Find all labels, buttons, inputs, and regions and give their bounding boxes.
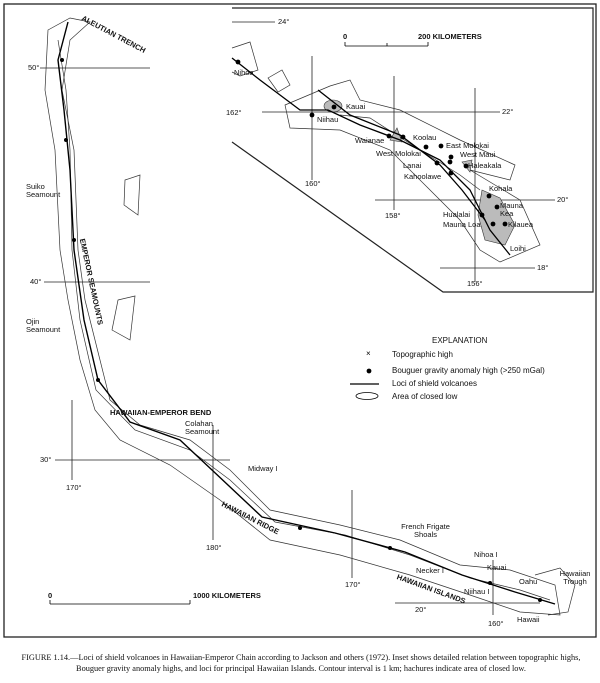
lon-180: 180° [206,543,222,552]
inset-label-east-molokai: East Molokai [446,141,489,150]
map-frame [3,3,597,638]
inset-label-west-maui: West Maui [460,150,496,159]
label-niihau: Niihau I [464,587,490,596]
inset-scale-zero: 0 [343,32,348,41]
legend-symbols: × [350,349,379,400]
label-ojin: Ojin Seamount [26,317,61,334]
gravity-highs-inset [235,59,508,227]
inset-scale-bar [344,42,429,47]
inset-label-kahoolawe: Kahoolawe [404,172,442,181]
main-scale-end: 1000 KILOMETERS [193,591,261,600]
inset-lon-158: 158° [385,211,401,220]
inset-label-kohala: Kohala [489,184,513,193]
main-scale-zero: 0 [48,591,53,600]
label-suiko: Suiko Seamount [26,182,61,199]
inset-scale-end: 200 KILOMETERS [418,32,482,41]
lon-160: 160° [488,619,504,628]
caption-text: —Loci of shield volcanoes in Hawaiian-Em… [70,653,581,673]
closed-low-symbol [355,392,379,400]
inset-lon-160: 160° [305,179,321,188]
inset-label-niihau: Niihau [317,115,339,124]
legend-gravity-high: Bouguer gravity anomaly high (>250 mGal) [392,366,545,375]
lon-170w: 170° [66,483,82,492]
inset-label-nihoa: Nihoa [234,68,254,77]
lat-50: 50° [28,63,40,72]
label-midway: Midway I [248,464,278,473]
label-hawaiian-trough: Hawaiian Trough [559,569,591,586]
label-oahu: Oahu [519,577,538,586]
loci-line-inset-b [317,89,486,221]
legend-loci: Loci of shield volcanoes [392,379,477,388]
inset-lon-162: 162° [226,108,242,117]
legend-topographic-high: Topographic high [392,350,453,359]
gravity-highs-main [60,58,542,602]
topographic-high-symbol: × [366,349,371,358]
label-bend: HAWAIIAN-EMPEROR BEND [110,408,212,417]
inset-label-mauna-loa: Mauna Loa [443,220,481,229]
inset-lat-22: 22° [502,107,514,116]
explanation-title: EXPLANATION [432,336,488,345]
label-nihoa: Nihoa I [474,550,498,559]
inset-label-haleakala: Haleakala [468,161,502,170]
inset-graticule [232,21,555,282]
label-french-frigate: French Frigate Shoals [401,522,450,539]
inset-label-kauai: Kauai [346,102,366,111]
inset-lat-24: 24° [278,17,290,26]
inset-label-koolau: Koolau [413,133,437,142]
lat-40: 40° [30,277,42,286]
inset-label-waianae: Waianae [355,136,385,145]
label-kauai: Kauai [487,563,507,572]
inset-label-lanai: Lanai [403,161,422,170]
lat-30: 30° [40,455,52,464]
figure-caption: FIGURE 1.14.—Loci of shield volcanoes in… [8,653,594,675]
gravity-high-symbol [366,368,372,374]
legend-closed-low: Area of closed low [392,392,458,401]
lat-20: 20° [415,605,427,614]
label-necker: Necker I [416,566,444,575]
loci-line-inset-a [231,57,511,256]
inset-label-kilauea: Kilauea [508,220,534,229]
label-colahan: Colahan Seamount [185,419,220,436]
main-scale-bar [49,600,191,605]
inset-lat-20: 20° [557,195,569,204]
inset-label-west-molokai: West Molokai [376,149,421,158]
lon-170e: 170° [345,580,361,589]
inset-label-loihi: Loihi [510,244,526,253]
inset-lon-156: 156° [467,279,483,288]
label-hawaii: Hawaii [517,615,540,624]
caption-lead: FIGURE 1.14. [21,653,71,662]
inset-label-hualalai: Hualalai [443,210,471,219]
inset-lat-18: 18° [537,263,549,272]
inset-label-mauna-kea: Mauna Kea [500,201,523,218]
